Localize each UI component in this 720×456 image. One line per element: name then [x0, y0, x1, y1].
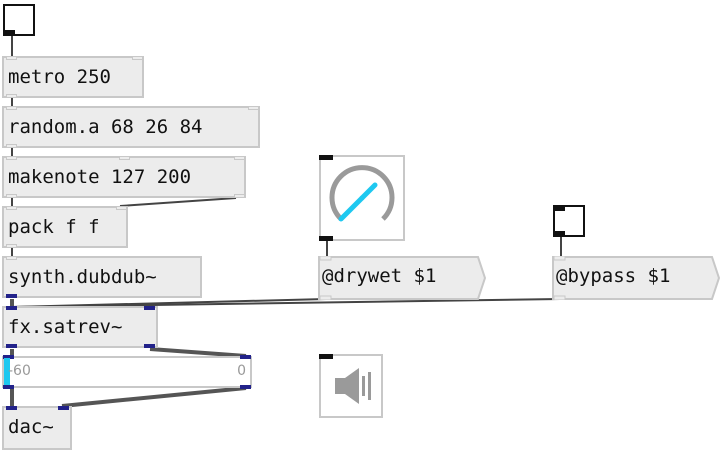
- cord-bypass-satrev: [11, 298, 561, 308]
- bypass-toggle[interactable]: [553, 205, 585, 237]
- bypass-toggle-inlet[interactable]: [553, 205, 565, 211]
- bypass-toggle-outlet[interactable]: [553, 231, 565, 237]
- drywet-label: @drywet $1: [322, 265, 437, 287]
- drywet-message[interactable]: @drywet $1: [318, 256, 486, 300]
- meter-max-label: 0: [237, 363, 246, 379]
- metro-outlet[interactable]: [6, 94, 17, 98]
- level-meter[interactable]: -60 0: [2, 355, 252, 389]
- bypass-label: @bypass $1: [556, 265, 671, 287]
- synth-outlet[interactable]: [6, 294, 17, 298]
- makenote-inlet-mid[interactable]: [119, 156, 130, 160]
- satrev-outlet-left[interactable]: [6, 344, 17, 348]
- dac-inlet-left[interactable]: [6, 406, 17, 410]
- satrev-label: fx.satrev~: [8, 316, 123, 338]
- satrev-object[interactable]: fx.satrev~: [2, 306, 158, 348]
- random-object[interactable]: random.a 68 26 84: [2, 106, 260, 148]
- pack-outlet[interactable]: [6, 244, 17, 248]
- random-inlet-right[interactable]: [248, 106, 259, 110]
- metro-inlet-left[interactable]: [6, 56, 17, 60]
- cord-satrev-meter-right: [149, 347, 247, 358]
- knob-dial: [329, 165, 395, 222]
- pack-inlet-left[interactable]: [6, 206, 17, 210]
- makenote-inlet-left[interactable]: [6, 156, 17, 160]
- bypass-message[interactable]: @bypass $1: [552, 256, 720, 300]
- makenote-object[interactable]: makenote 127 200: [2, 156, 246, 198]
- toggle-outlet[interactable]: [3, 30, 15, 36]
- speaker-toggle[interactable]: [319, 354, 383, 418]
- makenote-outlet-left[interactable]: [6, 194, 17, 198]
- satrev-inlet-right[interactable]: [144, 306, 155, 310]
- start-toggle[interactable]: [3, 4, 35, 36]
- metro-inlet-right[interactable]: [132, 56, 143, 60]
- speaker-icon: [335, 368, 371, 404]
- makenote-outlet-right[interactable]: [234, 194, 245, 198]
- dac-inlet-right[interactable]: [58, 406, 69, 410]
- makenote-inlet-right[interactable]: [234, 156, 245, 160]
- cord-makenote-pack-right: [119, 197, 237, 207]
- speaker-inlet[interactable]: [319, 354, 333, 359]
- pack-inlet-right[interactable]: [116, 206, 127, 210]
- knob-outlet[interactable]: [319, 236, 333, 241]
- drywet-knob[interactable]: [319, 155, 405, 241]
- pack-object[interactable]: pack f f: [2, 206, 128, 248]
- pack-label: pack f f: [8, 216, 100, 238]
- random-label: random.a 68 26 84: [8, 116, 203, 138]
- dac-label: dac~: [8, 416, 54, 438]
- meter-left-bar: [4, 358, 10, 386]
- satrev-inlet-left[interactable]: [6, 306, 17, 310]
- synth-inlet[interactable]: [6, 256, 17, 260]
- metro-object[interactable]: metro 250: [2, 56, 144, 98]
- knob-inlet[interactable]: [319, 155, 333, 160]
- meter-min-label: -60: [8, 363, 31, 379]
- synth-label: synth.dubdub~: [8, 266, 157, 288]
- metro-label: metro 250: [8, 66, 111, 88]
- meter-outlet-right[interactable]: [240, 385, 251, 389]
- random-outlet[interactable]: [6, 144, 17, 148]
- satrev-outlet-right[interactable]: [144, 344, 155, 348]
- random-inlet-left[interactable]: [6, 106, 17, 110]
- cord-meter-dac-right: [61, 386, 247, 408]
- meter-outlet-left[interactable]: [3, 385, 14, 389]
- makenote-label: makenote 127 200: [8, 166, 192, 188]
- synth-object[interactable]: synth.dubdub~: [2, 256, 202, 298]
- dac-object[interactable]: dac~: [2, 406, 72, 450]
- meter-inlet-right[interactable]: [240, 355, 251, 359]
